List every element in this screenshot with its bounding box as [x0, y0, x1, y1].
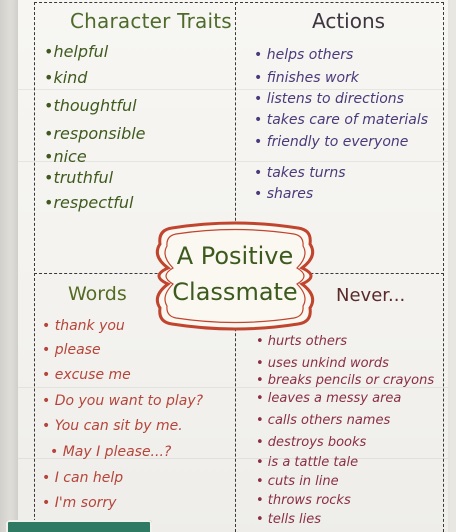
banner-title-line1: A Positive: [176, 242, 294, 270]
section-title: Never...: [336, 285, 406, 306]
list-item: • thank you: [42, 318, 125, 334]
list-item: • You can sit by me.: [42, 418, 183, 434]
list-item: •thoughtful: [44, 96, 137, 115]
list-item: • hurts others: [256, 334, 348, 349]
list-item: • takes care of materials: [254, 112, 429, 128]
list-item: • shares: [254, 186, 314, 202]
list-item: • takes turns: [254, 165, 346, 181]
list-item: • I'm sorry: [42, 495, 117, 511]
list-item: •respectful: [44, 193, 134, 212]
list-item: • excuse me: [42, 367, 131, 383]
list-item: • I can help: [42, 470, 124, 486]
list-item: • cuts in line: [256, 474, 339, 489]
list-item: • Do you want to play?: [42, 393, 204, 409]
list-item: • breaks pencils or crayons: [256, 373, 435, 388]
list-item: •truthful: [44, 168, 114, 187]
list-item: • leaves a messy area: [256, 391, 402, 406]
list-item: • helps others: [254, 47, 354, 63]
paper-fold: [18, 89, 448, 90]
list-item: • May I please...?: [50, 444, 172, 460]
paper-fold: [18, 387, 448, 388]
banner-frame: [155, 221, 315, 331]
chart-frame: [34, 2, 444, 532]
paper-fold: [18, 161, 448, 162]
section-title: Actions: [312, 9, 386, 33]
center-banner: A Positive Classmate: [152, 220, 318, 332]
list-item: • listens to directions: [254, 91, 404, 107]
list-item: •helpful: [44, 42, 109, 61]
list-item: • tells lies: [256, 512, 322, 527]
list-item: • destroys books: [256, 435, 367, 450]
banner-title-line2: Classmate: [172, 278, 298, 306]
list-item: • calls others names: [256, 413, 391, 428]
list-item: • please: [42, 342, 101, 358]
paper-fold: [18, 458, 448, 459]
list-item: • throws rocks: [256, 493, 351, 508]
list-item: • is a tattle tale: [256, 455, 359, 470]
list-item: • finishes work: [254, 70, 359, 86]
section-title: Words: [68, 283, 127, 305]
list-item: •responsible: [44, 124, 146, 143]
list-item: • uses unkind words: [256, 356, 389, 371]
list-item: •kind: [44, 68, 88, 87]
section-title: Character Traits: [70, 9, 232, 33]
list-item: •nice: [44, 147, 87, 166]
list-item: • friendly to everyone: [254, 134, 409, 150]
watermark-sticker: [6, 520, 152, 532]
